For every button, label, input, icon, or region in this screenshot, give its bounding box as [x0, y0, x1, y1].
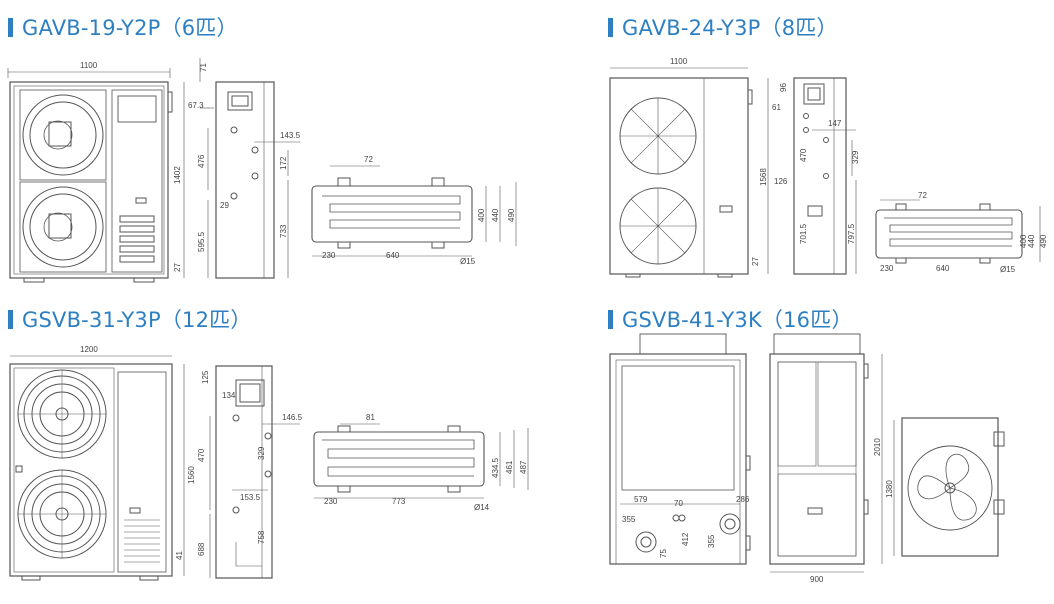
dim-top: 96: [779, 83, 788, 92]
title-accent-bar: [608, 17, 613, 37]
dim-base: 27: [751, 257, 760, 266]
dim-v1: 476: [197, 154, 206, 168]
dim-h3: 153.5: [240, 493, 261, 502]
dim-diameter: Ø15: [1000, 265, 1016, 274]
drawing-gavb-24-front: 1100 1568 27: [609, 57, 769, 278]
model-title-text: GAVB-24-Y3P（8匹）: [622, 16, 838, 40]
dim-355a: 355: [622, 515, 636, 524]
dim-width: 1200: [80, 345, 98, 354]
dim-c640: 640: [386, 251, 400, 260]
dim-c230: 230: [322, 251, 336, 260]
drawing-gsvb-41-side: 900 2010: [769, 333, 883, 584]
dim-412: 412: [681, 532, 690, 546]
model-title-gsvb-31: GSVB-31-Y3P（12匹）: [8, 304, 252, 334]
dim-v3: 126: [774, 177, 788, 186]
dim-c487: 487: [519, 460, 528, 474]
dim-c440: 440: [1027, 234, 1036, 248]
model-title-text: GSVB-41-Y3K（16匹）: [622, 308, 853, 332]
dim-bottom: 595.5: [197, 231, 206, 252]
dim-panel: 1380: [885, 480, 894, 498]
dim-h2: 146.5: [282, 413, 303, 422]
dim-h2: 147: [828, 119, 842, 128]
drawing-gsvb-41-fan: 1380: [885, 417, 1005, 557]
dim-c773: 773: [392, 497, 406, 506]
dim-top: 71: [199, 63, 208, 72]
drawing-gsvb-31-side: 125 134 146.5 470 329 153.5 688 758: [197, 365, 303, 579]
dim-diameter: Ø14: [474, 503, 490, 512]
dim-v2: 329: [257, 446, 266, 460]
model-title-text: GSVB-31-Y3P（12匹）: [22, 308, 252, 332]
dim-bottom: 688: [197, 542, 206, 556]
dim-v2: 172: [279, 156, 288, 170]
dim-c440: 440: [491, 208, 500, 222]
title-accent-bar: [608, 309, 613, 329]
dim-c400: 400: [477, 208, 486, 222]
dim-h2: 143.5: [280, 131, 301, 140]
dim-355b: 355: [707, 534, 716, 548]
dim-v4: 733: [279, 224, 288, 238]
dim-total-height: 2010: [873, 438, 882, 456]
drawing-gsvb-31-front: 1200 1560 41: [9, 345, 196, 581]
dim-75: 75: [659, 549, 668, 558]
dim-top: 125: [201, 370, 210, 384]
model-title-text: GAVB-19-Y2P（6匹）: [22, 16, 238, 40]
dim-base: 27: [173, 263, 182, 272]
dim-v4: 797.5: [847, 223, 856, 244]
dim-base: 41: [175, 551, 184, 560]
dim-v1: 470: [799, 148, 808, 162]
dim-c490: 490: [507, 208, 516, 222]
dim-v4: 758: [257, 530, 266, 544]
dim-bottom: 701.5: [799, 223, 808, 244]
model-title-gavb-19: GAVB-19-Y2P（6匹）: [8, 12, 238, 42]
dim-c640: 640: [936, 264, 950, 273]
dim-c72: 72: [364, 155, 373, 164]
dim-70: 70: [674, 499, 683, 508]
dim-c72: 72: [918, 191, 927, 200]
dim-total-height: 1402: [173, 166, 182, 184]
dim-diameter: Ø15: [460, 257, 476, 266]
dim-c4345: 434.5: [491, 457, 500, 478]
dim-width: 900: [810, 575, 824, 584]
title-accent-bar: [8, 17, 13, 37]
dim-total-height: 1568: [759, 168, 768, 186]
dim-h1: 67.3: [188, 101, 204, 110]
dim-286: 286: [736, 495, 750, 504]
dim-c230: 230: [880, 264, 894, 273]
drawing-gavb-24-coil: 72 230 640 Ø15 400 440 490: [875, 191, 1048, 274]
dim-c461: 461: [505, 460, 514, 474]
drawing-gsvb-31-coil: 81 230 773 Ø14 434.5 461 487: [313, 413, 529, 512]
drawing-gavb-19-side: 71 67.3 143.5 476 172 29 595.5 733: [188, 58, 301, 279]
dim-a: 134: [222, 391, 236, 400]
drawing-gavb-24-side: 96 61 147 470 329 126 701.5 797.5: [772, 77, 860, 275]
model-title-gsvb-41: GSVB-41-Y3K（16匹）: [608, 304, 853, 334]
dim-c230: 230: [324, 497, 338, 506]
dim-v2: 329: [851, 150, 860, 164]
title-accent-bar: [8, 309, 13, 329]
drawing-gavb-19-coil: 72 230 640 Ø15 400 440 490: [311, 155, 517, 266]
dim-h1: 61: [772, 103, 781, 112]
dim-v1: 470: [197, 448, 206, 462]
drawing-gsvb-41-front: 579 70 286 355 412 355 75: [609, 333, 751, 565]
dim-c490: 490: [1039, 234, 1048, 248]
dim-c400: 400: [1019, 234, 1028, 248]
drawing-gavb-19-front: 1100 1402 27: [7, 61, 185, 283]
dim-total-height: 1560: [187, 466, 196, 484]
dim-c81: 81: [366, 413, 375, 422]
dim-579: 579: [634, 495, 648, 504]
model-title-gavb-24: GAVB-24-Y3P（8匹）: [608, 12, 838, 42]
dim-width: 1100: [670, 57, 688, 66]
dim-v3: 29: [220, 201, 229, 210]
dim-width: 1100: [80, 61, 98, 70]
